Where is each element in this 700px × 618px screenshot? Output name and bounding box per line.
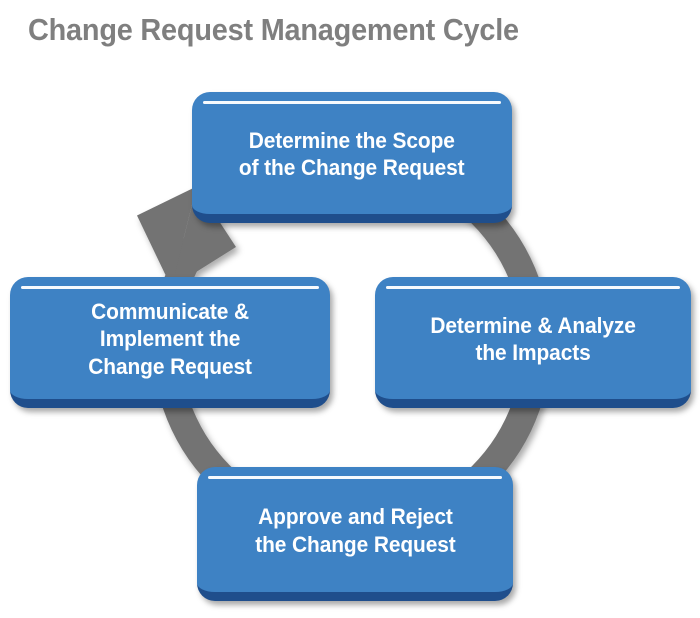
node-highlight-line bbox=[203, 101, 501, 104]
page-title: Change Request Management Cycle bbox=[28, 12, 519, 47]
node-highlight-line bbox=[208, 476, 502, 479]
node-highlight-line bbox=[21, 286, 319, 289]
node-highlight-line bbox=[386, 286, 680, 289]
cycle-node-label: Approve and Reject the Change Request bbox=[254, 504, 456, 557]
cycle-node-label: Determine & Analyze the Impacts bbox=[430, 312, 636, 365]
cycle-node-label: Determine the Scope of the Change Reques… bbox=[239, 127, 465, 180]
cycle-node-label: Communicate & Implement the Change Reque… bbox=[88, 299, 252, 379]
cycle-node-communicate[interactable]: Communicate & Implement the Change Reque… bbox=[10, 277, 330, 408]
cycle-node-approve[interactable]: Approve and Reject the Change Request bbox=[197, 467, 513, 601]
cycle-node-scope[interactable]: Determine the Scope of the Change Reques… bbox=[192, 92, 512, 223]
cycle-node-impacts[interactable]: Determine & Analyze the Impacts bbox=[375, 277, 691, 408]
